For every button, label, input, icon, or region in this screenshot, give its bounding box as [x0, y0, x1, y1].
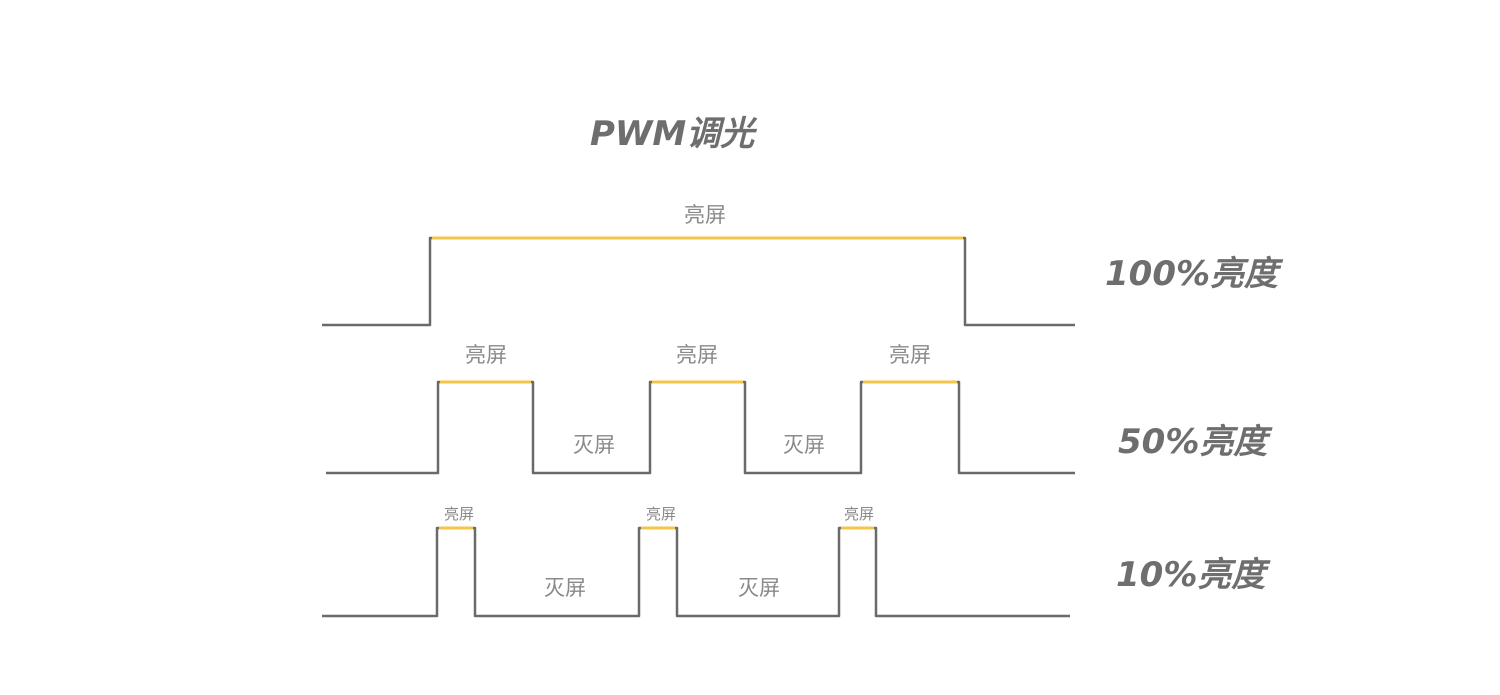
off-label: 灭屏 [544, 576, 586, 600]
off-label: 灭屏 [783, 433, 825, 457]
off-label: 灭屏 [573, 433, 615, 457]
on-label: 亮屏 [684, 203, 726, 227]
on-label: 亮屏 [844, 505, 874, 523]
on-label: 亮屏 [444, 505, 474, 523]
diagram-title: PWM调光 [590, 114, 758, 154]
waveform-100: 亮屏 100%亮度 [322, 203, 1284, 327]
on-label: 亮屏 [646, 505, 676, 523]
on-label: 亮屏 [889, 343, 931, 367]
row-label-50: 50%亮度 [1118, 422, 1273, 462]
waveform-line [322, 236, 1075, 327]
on-label: 亮屏 [676, 343, 718, 367]
waveform-line [326, 380, 1075, 475]
row-label-100: 100%亮度 [1105, 254, 1284, 294]
waveform-50: 亮屏 亮屏 亮屏 灭屏 灭屏 50%亮度 [326, 343, 1273, 475]
on-label: 亮屏 [465, 343, 507, 367]
waveform-line [322, 526, 1070, 618]
waveform-10: 亮屏 亮屏 亮屏 灭屏 灭屏 10%亮度 [322, 505, 1271, 618]
row-label-10: 10%亮度 [1116, 555, 1271, 595]
off-label: 灭屏 [738, 576, 780, 600]
